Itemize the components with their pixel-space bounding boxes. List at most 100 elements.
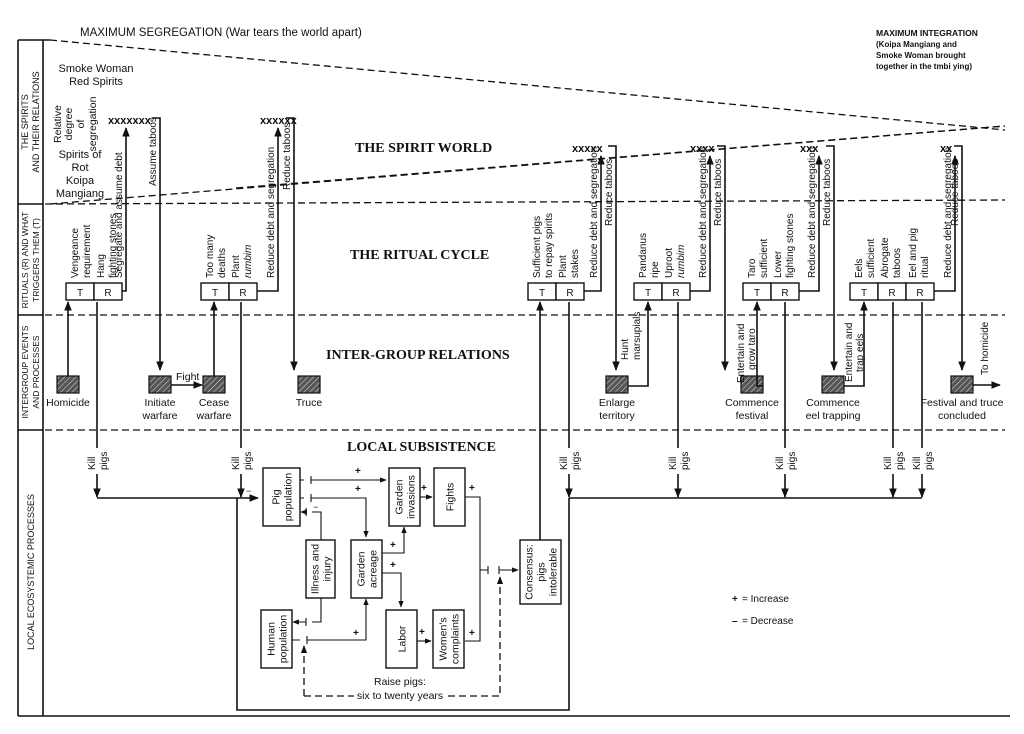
minus-sign: − [246,486,251,496]
ritual-text: fighting stones [108,214,119,279]
event-label: warfare [141,410,177,422]
grow-taro-label: grow taro [747,328,758,370]
link-human-acreage [292,599,366,644]
trigger-text: Pandanus [638,233,649,278]
link-fights-complaints [465,496,481,642]
spirits-labels: Smoke Woman Red Spirits Relative degree … [52,63,134,200]
kill-pigs-label: Kill [231,457,242,470]
trap-eels-label: Entertain and [844,323,855,383]
svg-text:AND THEIR RELATIONS: AND THEIR RELATIONS [31,71,41,172]
title-spirit-world: THE SPIRIT WORLD [355,141,492,156]
effect-arrow [799,155,823,292]
ritual-text: Plant [558,255,569,278]
event-label: festival [736,410,769,422]
title-local-subsistence: LOCAL SUBSISTENCE [347,440,496,455]
raise-pigs-label: Raise pigs: [374,676,426,688]
consensus-node-label: Consensus: [524,544,536,599]
svg-text:Rot: Rot [71,162,88,174]
row-label-ecosystem: LOCAL ECOSYSTEMIC PROCESSES [26,494,36,650]
segregation-marks: xxxx [690,143,715,155]
garden-invasions-node-label: Garden [394,479,406,514]
ritual-box-label: R [104,288,111,299]
kill-pigs-label: pigs [571,452,582,470]
kill-pigs-label: pigs [99,452,110,470]
link-illness-pig [301,508,322,540]
plus-sign: + [390,540,396,551]
legend: + = Increase – = Decrease [732,594,794,627]
garden-acreage-node-label: acreage [368,550,380,588]
svg-text:RITUALS (R) AND WHAT: RITUALS (R) AND WHAT [20,212,30,309]
trigger-box-label: T [77,288,83,299]
ritual-box-label: R [888,288,895,299]
svg-text:of: of [75,120,87,129]
event-label: warfare [195,410,231,422]
event-marker [297,375,321,394]
svg-text:degree: degree [63,107,75,140]
event-marker [605,375,629,394]
hunt-label: Hunt [620,339,631,360]
segregation-marks: xxx [800,143,819,155]
pig-population-node-label: population [283,473,295,522]
event-label: concluded [938,410,986,422]
svg-text:together in the tmbi ying): together in the tmbi ying) [876,62,972,71]
kill-pigs-label: Kill [87,457,98,470]
event-label: Commence [806,397,860,409]
link-pig-invasions [300,476,386,484]
trigger-box-label: T [539,288,545,299]
illness-injury-node-label: Illness and [310,544,322,594]
row-label-intergroup: INTERGROUP EVENTS AND PROCESSES [20,325,41,418]
integration-trend-line [235,125,1006,189]
taboo-text: Reduce taboos [950,159,961,226]
plus-sign: + [419,627,425,638]
segregation-marks: xx [940,143,953,155]
ritual-text: Uproot [664,248,675,278]
ritual-text: rumbim [243,245,254,278]
link-acreage-invasions [382,526,407,554]
event-label: Truce [296,397,323,409]
illness-injury-node-label: injury [322,556,334,582]
fights-node-box [433,467,466,527]
plus-sign: + [355,484,361,495]
labor-node-box [385,609,418,669]
ritual-text: Plant [231,255,242,278]
event-label: territory [599,410,635,422]
event-marker [56,375,80,394]
effect-arrow [122,127,130,292]
effect-text: Reduce debt and segregation [698,147,709,278]
ritual-box-label: R [672,288,679,299]
effect-text: Reduce debt and segregation [589,147,600,278]
trigger-text: Sufficient pigs [532,216,543,278]
svg-text:THE SPIRITS: THE SPIRITS [20,94,30,150]
trigger-text: Eels [854,259,865,278]
svg-text:Mangiang: Mangiang [56,188,104,200]
taboo-text: Reduce taboos [713,159,724,226]
plus-sign: + [469,628,475,639]
hunt-label: marsupials [632,312,643,360]
taboo-text: Assume taboos [148,117,159,186]
fights-node: Fights [433,467,466,527]
ritual-text: ritual [920,256,931,278]
womens-complaints-node-label: Women's [438,617,450,660]
ritual-box-label: R [781,288,788,299]
ritual-text: taboos [892,248,903,278]
trigger-text: deaths [217,248,228,278]
ritual-box-label: R [916,288,923,299]
svg-text:Spirits of: Spirits of [59,149,103,161]
event-marker [821,375,845,394]
trigger-box-label: T [212,288,218,299]
frame [17,39,1010,717]
svg-text:AND PROCESSES: AND PROCESSES [31,335,41,409]
title-ritual-cycle: THE RITUAL CYCLE [350,248,489,263]
ritual-box-label: R [566,288,573,299]
